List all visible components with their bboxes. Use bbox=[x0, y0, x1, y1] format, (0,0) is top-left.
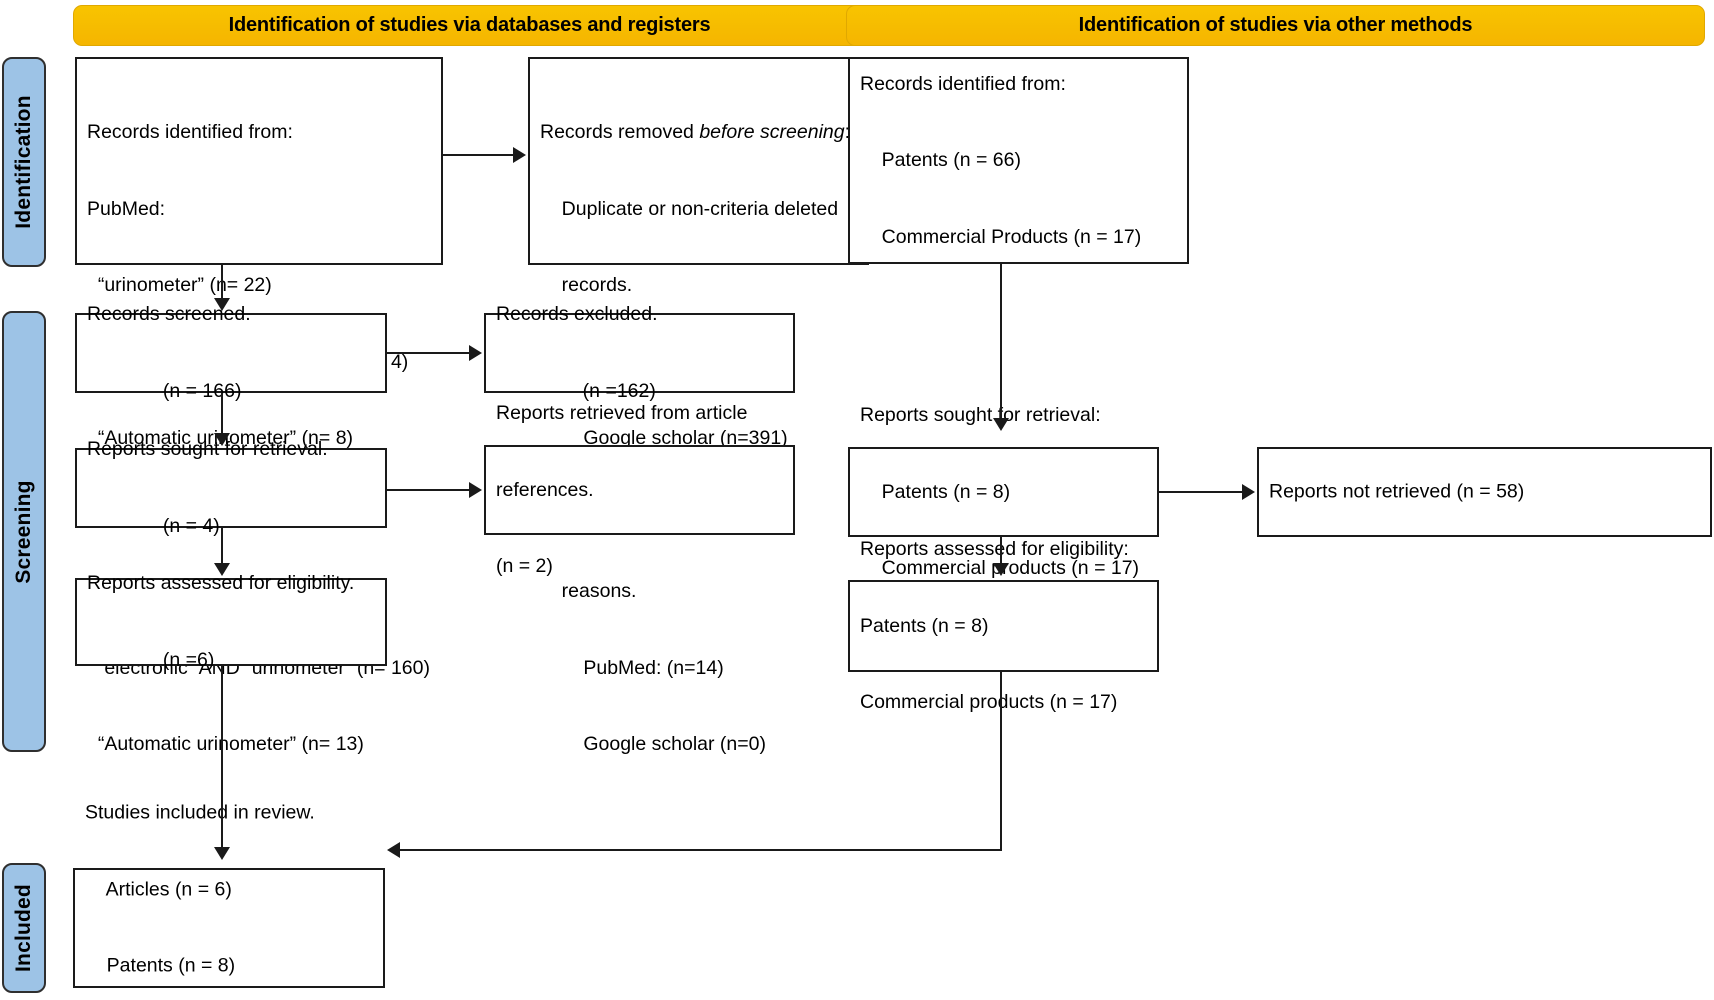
box-records-removed-before-screening: Records removed before screening: Duplic… bbox=[528, 57, 869, 755]
arrow-screened-to-excluded bbox=[469, 345, 482, 361]
arrow-identified-to-removed bbox=[513, 147, 526, 163]
line: Reports sought for retrieval. bbox=[87, 438, 328, 460]
rail-included: Included bbox=[2, 863, 46, 993]
arrow-screened-to-sought bbox=[214, 433, 230, 446]
line: Patents (n = 8) bbox=[85, 954, 236, 977]
line: Reports not retrieved (n = 58) bbox=[1269, 480, 1525, 503]
line: (n = 166) bbox=[87, 379, 242, 402]
connector-sought-to-assessed bbox=[221, 528, 223, 565]
box-reports-assessed-other: Reports assessed for eligibility: Patent… bbox=[848, 538, 1159, 713]
line: Patents (n = 8) bbox=[860, 480, 1011, 503]
line-pre: Records removed bbox=[540, 121, 700, 143]
box-reports-not-retrieved: Reports not retrieved (n = 58) bbox=[1257, 447, 1712, 537]
arrow-identified-other-to-sought-other bbox=[993, 418, 1009, 431]
connector-assessed-other-to-included bbox=[400, 849, 1002, 851]
arrow-identified-to-screened bbox=[214, 298, 230, 311]
connector-sought-other-to-assessed-other bbox=[1000, 537, 1002, 565]
line: Google scholar (n=391) bbox=[540, 427, 788, 449]
box-records-excluded-text: Records excluded. (n =162) bbox=[496, 251, 787, 455]
line: Records screened. bbox=[87, 303, 251, 325]
arrow-sought-to-assessed bbox=[214, 563, 230, 576]
connector-screened-to-sought bbox=[221, 393, 223, 435]
line: reasons. bbox=[540, 580, 637, 602]
phase-header-other-methods-label: Identification of studies via other meth… bbox=[1078, 14, 1473, 36]
line: (n =162) bbox=[496, 379, 656, 402]
box-reports-sought-other: Reports sought for retrieval: Patents (n… bbox=[848, 404, 1159, 579]
line-post: : bbox=[845, 121, 850, 143]
box-reports-retrieved-refs: Reports retrieved from article reference… bbox=[484, 402, 795, 577]
rail-screening: Screening bbox=[2, 311, 46, 752]
box-records-excluded: Records excluded. (n =162) bbox=[484, 303, 795, 402]
box-records-identified-other: Records identified from: Patents (n = 66… bbox=[848, 57, 1189, 264]
connector-assessed-to-included bbox=[221, 666, 223, 849]
line: Commercial products (n = 17) bbox=[860, 690, 1118, 713]
line: (n =6) bbox=[87, 648, 215, 671]
line: Articles (n = 6) bbox=[85, 878, 232, 900]
line: Duplicate or non-criteria deleted bbox=[540, 197, 839, 220]
box-reports-sought: Reports sought for retrieval. (n = 4) bbox=[75, 438, 387, 537]
line: PubMed: (n=14) bbox=[540, 656, 724, 679]
box-records-identified-from: Records identified from: PubMed: “urinom… bbox=[75, 57, 443, 755]
line: (n = 4) bbox=[87, 514, 220, 537]
box-reports-assessed-other-text: Reports assessed for eligibility: Patent… bbox=[860, 486, 1151, 767]
rail-screening-label: Screening bbox=[12, 479, 35, 584]
connector-sought-other-to-not-retrieved bbox=[1159, 491, 1244, 493]
rail-included-label: Included bbox=[12, 884, 35, 972]
line: (n = 2) bbox=[496, 554, 553, 577]
line: Reports sought for retrieval: bbox=[860, 403, 1101, 426]
connector-assessed-other-down bbox=[1000, 672, 1002, 850]
connector-identified-to-screened bbox=[221, 265, 223, 300]
arrow-sought-to-retrieved bbox=[469, 482, 482, 498]
box-reports-assessed-text: Reports assessed for eligibility. (n =6) bbox=[87, 520, 379, 724]
arrow-sought-other-to-assessed-other bbox=[993, 563, 1009, 576]
line: Patents (n = 66) bbox=[860, 148, 1021, 171]
connector-identified-to-removed bbox=[443, 154, 515, 156]
line: references. bbox=[496, 478, 594, 501]
box-reports-not-retrieved-text: Reports not retrieved (n = 58) bbox=[1269, 428, 1704, 556]
box-studies-included-text: Studies included in review. Articles (n … bbox=[85, 750, 377, 1000]
phase-header-databases: Identification of studies via databases … bbox=[73, 5, 866, 46]
arrow-assessed-other-to-included bbox=[387, 842, 400, 858]
line: Google scholar (n=0) bbox=[540, 733, 766, 755]
box-records-screened: Records screened. (n = 166) bbox=[75, 303, 387, 402]
box-reports-assessed: Reports assessed for eligibility. (n =6) bbox=[75, 572, 387, 671]
line: Records identified from: bbox=[87, 121, 293, 143]
line: Records identified from: bbox=[860, 72, 1066, 95]
line: Reports assessed for eligibility: bbox=[860, 537, 1129, 560]
box-reports-sought-other-text: Reports sought for retrieval: Patents (n… bbox=[860, 352, 1151, 633]
line: Studies included in review. bbox=[85, 801, 315, 824]
connector-screened-to-excluded bbox=[387, 352, 471, 354]
line: Reports retrieved from article bbox=[496, 401, 748, 424]
box-studies-included: Studies included in review. Articles (n … bbox=[73, 802, 385, 988]
connector-identified-other-to-sought-other bbox=[1000, 264, 1002, 419]
line: PubMed: bbox=[87, 197, 166, 220]
box-reports-sought-text: Reports sought for retrieval. (n = 4) bbox=[87, 386, 379, 590]
line-records-removed-heading: Records removed before screening: bbox=[540, 120, 861, 146]
line: Records excluded. bbox=[496, 303, 658, 325]
line: Reports assessed for eligibility. bbox=[87, 572, 355, 594]
line: Patents (n = 8) bbox=[860, 614, 989, 637]
rail-identification-label: Identification bbox=[12, 95, 35, 229]
box-reports-retrieved-refs-text: Reports retrieved from article reference… bbox=[496, 350, 787, 631]
line: Commercial Products (n = 17) bbox=[860, 225, 1142, 248]
box-records-identified-other-text: Records identified from: Patents (n = 66… bbox=[860, 20, 1181, 301]
box-records-screened-text: Records screened. (n = 166) bbox=[87, 251, 379, 455]
line: records. bbox=[540, 274, 633, 296]
rail-identification: Identification bbox=[2, 57, 46, 267]
arrow-assessed-to-included bbox=[214, 847, 230, 860]
phase-header-other-methods: Identification of studies via other meth… bbox=[846, 5, 1705, 46]
arrow-sought-other-to-not-retrieved bbox=[1242, 484, 1255, 500]
line: Commercial products (n = 17) bbox=[860, 556, 1140, 579]
line: “urinometer” (n= 22) bbox=[87, 274, 272, 296]
phase-header-databases-label: Identification of studies via databases … bbox=[228, 14, 711, 36]
connector-sought-to-retrieved bbox=[387, 489, 471, 491]
line-italic: before screening bbox=[699, 121, 845, 143]
